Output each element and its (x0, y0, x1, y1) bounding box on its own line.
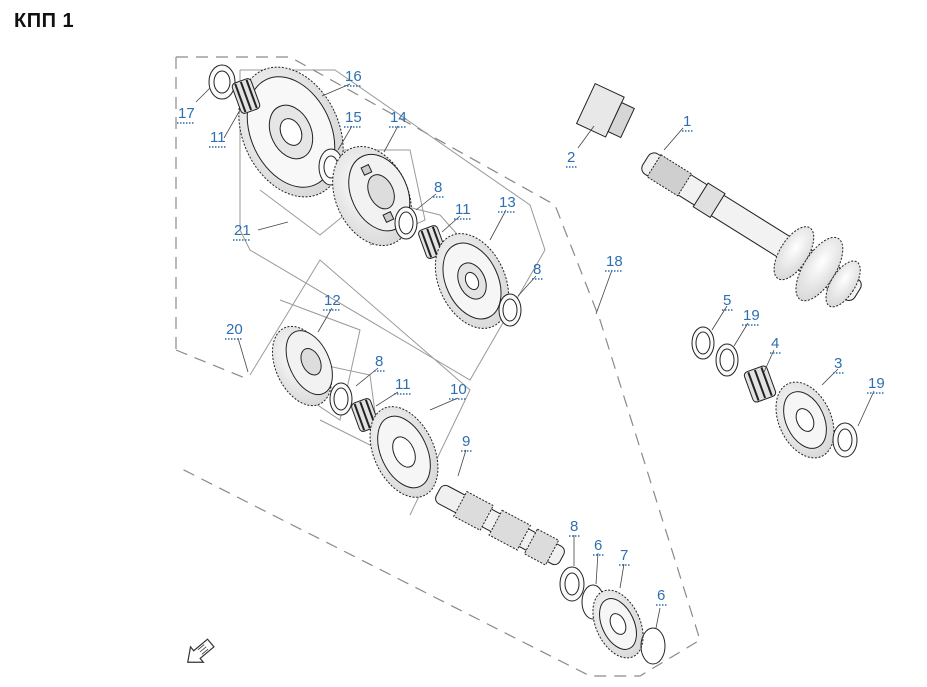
callout-19-b: 19 (867, 375, 885, 394)
svg-text:8: 8 (570, 518, 578, 535)
callout-2: 2 (566, 149, 577, 168)
callout-17: 17 (177, 105, 195, 124)
svg-text:8: 8 (375, 353, 383, 370)
callout-6-b: 6 (656, 587, 667, 606)
callout-1: 1 (682, 113, 693, 132)
assembly-outline-18 (175, 56, 701, 677)
washer-5 (691, 326, 715, 360)
washer-8-c (329, 382, 353, 416)
svg-text:15: 15 (345, 109, 362, 126)
callout-10: 10 (449, 381, 467, 400)
callout-13: 13 (498, 194, 516, 213)
svg-text:19: 19 (743, 307, 760, 324)
svg-text:6: 6 (594, 537, 602, 554)
gear-12 (271, 325, 333, 407)
svg-text:11: 11 (210, 129, 226, 146)
svg-text:21: 21 (234, 222, 251, 239)
callout-11-c: 11 (394, 376, 412, 395)
svg-text:14: 14 (390, 109, 407, 126)
leader-lines (195, 83, 875, 629)
callout-8-b: 8 (532, 261, 543, 280)
svg-text:17: 17 (178, 105, 195, 122)
callout-12: 12 (323, 292, 341, 311)
svg-text:2: 2 (567, 149, 575, 166)
svg-text:11: 11 (455, 201, 471, 218)
gear-14 (332, 145, 412, 247)
callout-20: 20 (225, 321, 243, 340)
svg-text:8: 8 (533, 261, 541, 278)
callout-11-a: 11 (209, 129, 227, 148)
callout-11-b: 11 (454, 201, 472, 220)
svg-text:12: 12 (324, 292, 341, 309)
svg-text:18: 18 (606, 253, 623, 270)
needle-bearing-11-a (231, 78, 261, 114)
svg-text:11: 11 (395, 376, 411, 393)
mainshaft-1 (641, 152, 862, 308)
washer-8-a (394, 206, 418, 240)
direction-arrow-icon (187, 638, 215, 663)
callout-16: 16 (344, 68, 362, 87)
callout-14: 14 (389, 109, 407, 128)
callout-15: 15 (344, 109, 362, 128)
needle-bearing-4 (743, 365, 777, 403)
callout-21: 21 (233, 222, 251, 241)
gear-3 (775, 381, 835, 459)
svg-text:7: 7 (620, 547, 628, 564)
callout-8-d: 8 (569, 518, 580, 537)
callout-4: 4 (770, 335, 781, 354)
svg-text:9: 9 (462, 433, 470, 450)
washer-8-d (559, 566, 585, 602)
circlip-6-b (640, 627, 666, 665)
callout-9: 9 (461, 433, 472, 452)
svg-text:5: 5 (723, 292, 731, 309)
callout-3: 3 (833, 355, 844, 374)
svg-text:16: 16 (345, 68, 362, 85)
callout-18: 18 (605, 253, 623, 272)
callout-8-c: 8 (374, 353, 385, 372)
washer-19-b (832, 422, 858, 458)
callout-5: 5 (722, 292, 733, 311)
svg-text:20: 20 (226, 321, 243, 338)
countershaft-9 (435, 484, 565, 566)
washer-17 (208, 64, 236, 100)
nut-2 (575, 82, 635, 139)
svg-text:19: 19 (868, 375, 885, 392)
callout-7: 7 (619, 547, 630, 566)
svg-text:3: 3 (834, 355, 842, 372)
callout-6-a: 6 (593, 537, 604, 556)
callout-8-a: 8 (433, 179, 444, 198)
svg-text:8: 8 (434, 179, 442, 196)
svg-text:10: 10 (450, 381, 467, 398)
page-title: КПП 1 (14, 10, 75, 32)
svg-text:1: 1 (683, 113, 691, 130)
svg-text:13: 13 (499, 194, 516, 211)
washer-19-a (715, 343, 739, 377)
svg-text:6: 6 (657, 587, 665, 604)
gear-16 (238, 66, 344, 198)
gear-7 (592, 589, 644, 659)
washer-8-b (498, 293, 522, 327)
callout-19-a: 19 (742, 307, 760, 326)
callouts: 1 2 3 4 5 6 6 7 8 8 8 8 9 10 11 11 11 12… (177, 68, 885, 606)
gear-13 (434, 233, 510, 329)
svg-text:4: 4 (771, 335, 779, 352)
